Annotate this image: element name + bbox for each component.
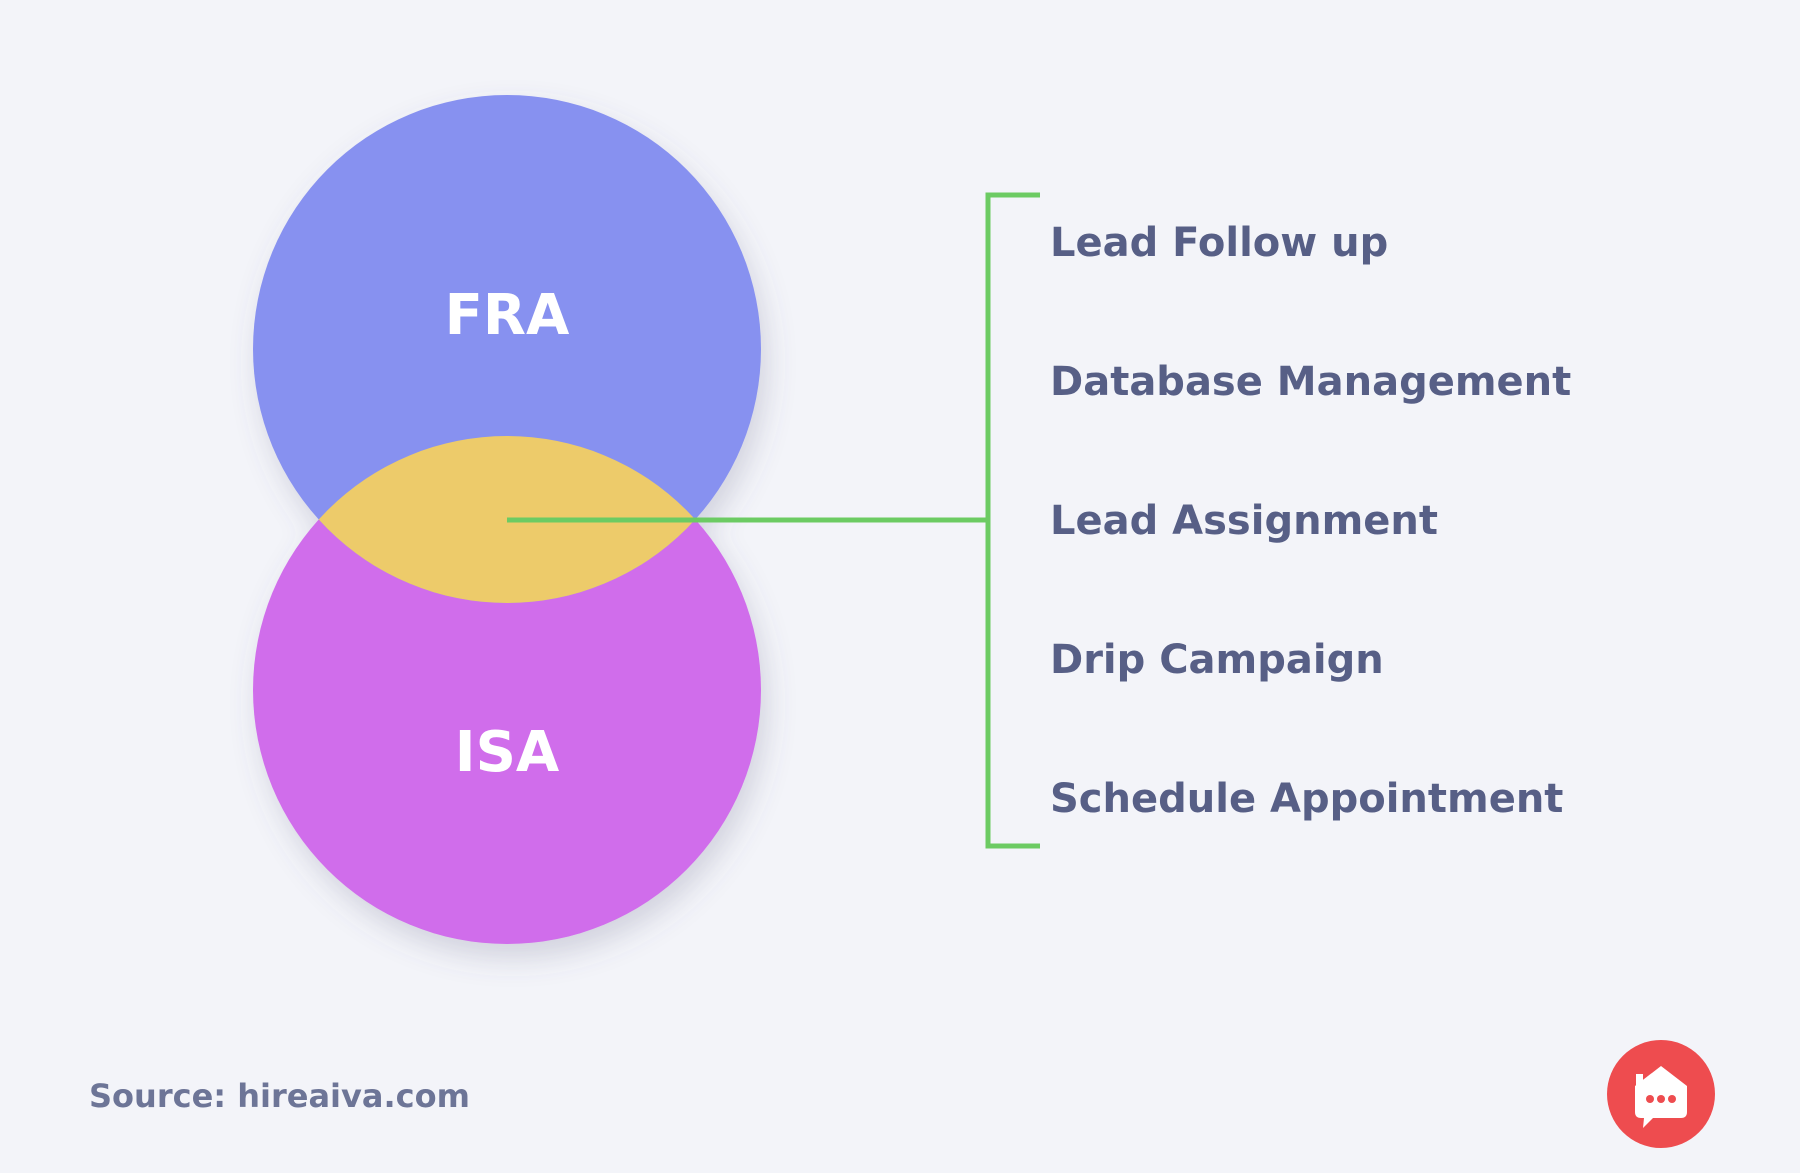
list-item: Lead Follow up xyxy=(1050,220,1389,266)
isa-label: ISA xyxy=(455,720,560,785)
list-item: Lead Assignment xyxy=(1050,498,1438,544)
brand-logo xyxy=(1607,1040,1715,1148)
source-credit: Source: hireaiva.com xyxy=(89,1077,470,1115)
connector-bracket xyxy=(507,192,1040,849)
list-item: Drip Campaign xyxy=(1050,637,1384,683)
fra-label: FRA xyxy=(445,283,570,348)
chat-house-icon xyxy=(1635,1066,1687,1128)
overlap-region xyxy=(253,436,761,603)
list-item: Database Management xyxy=(1050,359,1572,405)
list-item: Schedule Appointment xyxy=(1050,776,1564,822)
overlap-items-list: Lead Follow up Database Management Lead … xyxy=(1050,0,1750,1173)
bracket xyxy=(985,192,1040,849)
